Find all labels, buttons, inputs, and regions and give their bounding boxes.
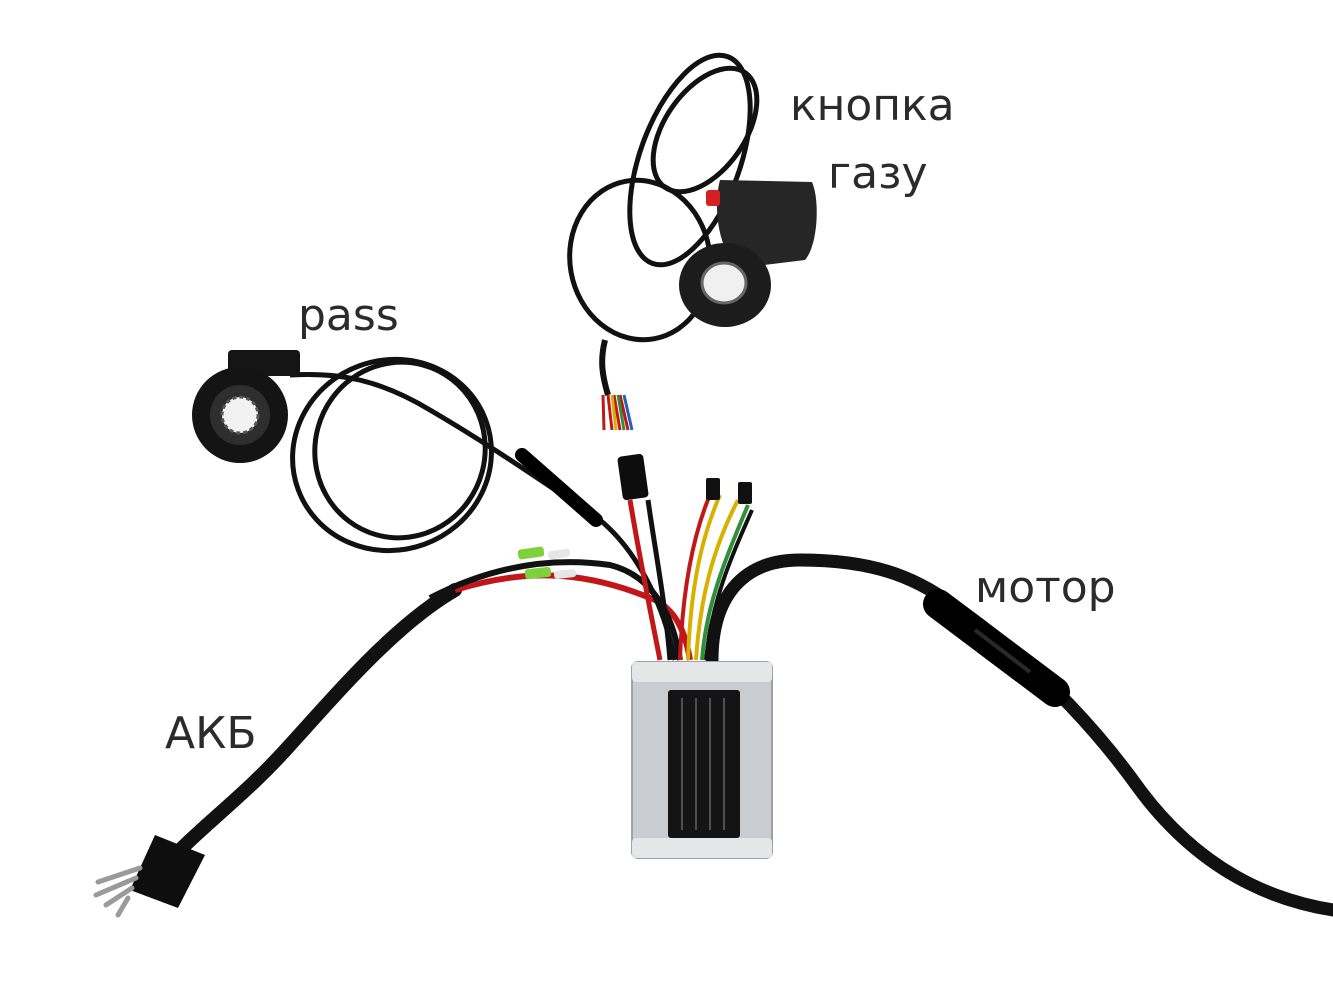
pas-sensor-disc [192,350,300,463]
motor-label: мотор [975,562,1116,613]
pas-connector [515,448,603,527]
battery-cable [93,546,693,918]
throttle-assembly [567,52,817,501]
motor-controller-box [631,661,773,859]
small-connector-1 [706,478,720,500]
battery-plug [93,835,205,918]
throttle-button [679,180,817,327]
green-terminal-1 [517,546,545,560]
pas-sensor-assembly [192,350,678,661]
controller-label-plate [668,690,740,838]
throttle-label-line2: газу [828,148,928,199]
throttle-connector [617,453,649,501]
motor-cable [705,553,1333,917]
green-terminal-2 [524,566,552,580]
battery-label: АКБ [165,708,257,759]
small-connector-2 [738,482,752,504]
controller-wire-bundle [627,478,754,661]
throttle-label-line1: кнопка [790,80,955,131]
pas-label: pass [298,290,399,341]
